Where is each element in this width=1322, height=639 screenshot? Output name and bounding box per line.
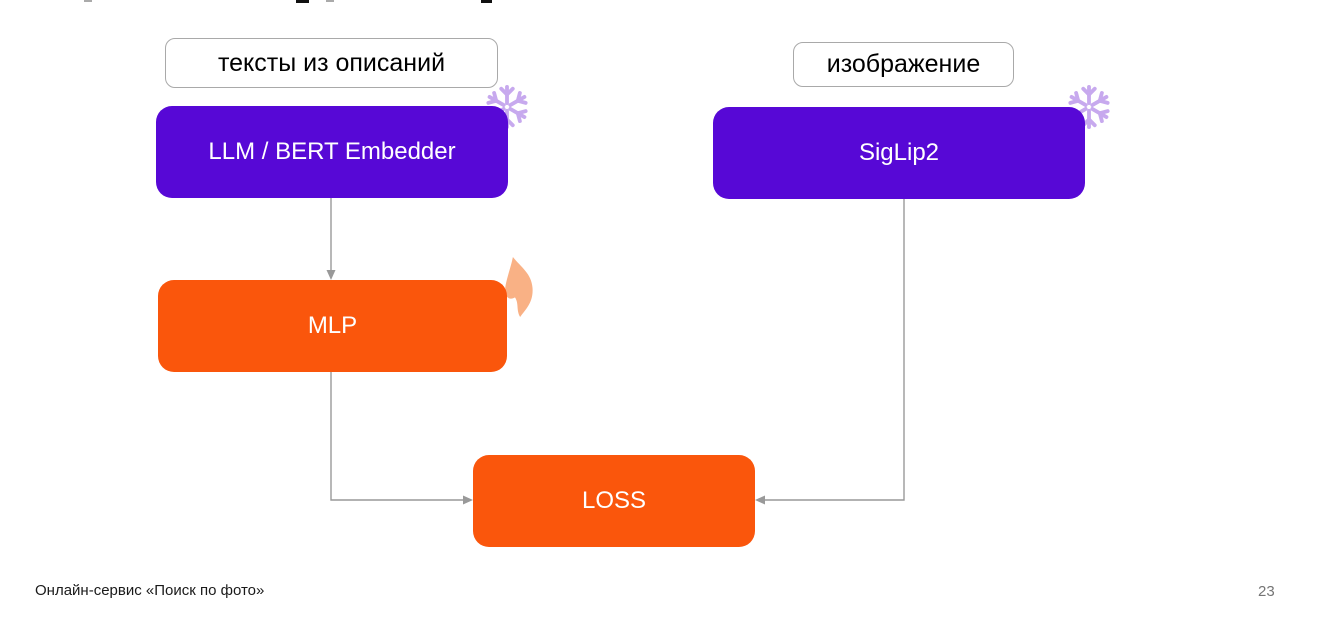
page-number: 23 [1258,583,1275,600]
cropped-title-fragment [296,0,309,3]
cropped-title-fragment [326,0,334,2]
loss-label: LOSS [581,487,647,514]
image-encoder-node: SigLip2 [713,107,1085,199]
loss-node: LOSS [473,455,755,547]
cropped-title-fragment [84,0,92,2]
mlp-label: MLP [307,312,358,339]
text-encoder-label: LLM / BERT Embedder [208,138,456,165]
image-input-label: изображение [793,42,1014,87]
footer-service-name: Онлайн-сервис «Поиск по фото» [35,582,265,599]
cropped-title-fragment [481,0,492,3]
text-input-label-text: тексты из описаний [217,48,446,77]
text-input-label: тексты из описаний [165,38,498,88]
flame-icon [494,256,538,318]
image-encoder-label: SigLip2 [858,139,940,166]
mlp-node: MLP [158,280,507,372]
image-input-label-text: изображение [826,50,981,78]
text-encoder-node: LLM / BERT Embedder [156,106,508,198]
